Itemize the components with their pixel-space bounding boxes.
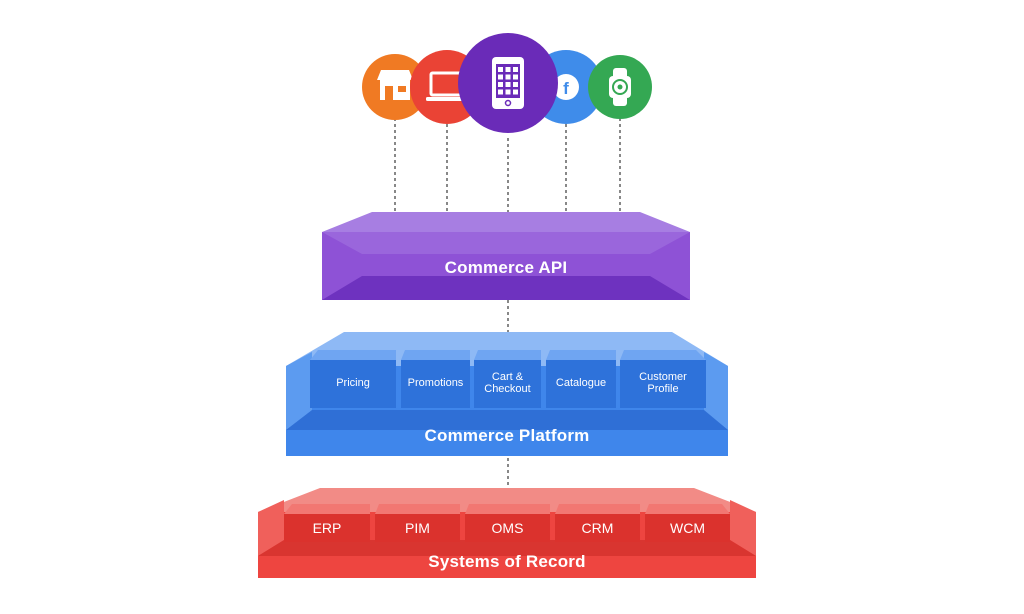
platform-module-blocks xyxy=(310,350,706,408)
api-layer-top xyxy=(322,212,690,232)
smartwatch-icon xyxy=(588,55,652,119)
module-top-oms xyxy=(465,504,550,514)
module-erp: ERP xyxy=(312,519,342,536)
platform-layer-right-wall xyxy=(704,352,728,430)
records-layer-right-wall xyxy=(730,500,756,556)
module-top-promotions xyxy=(401,350,470,360)
channel-icons: f xyxy=(362,33,652,133)
module-pim: PIM xyxy=(405,519,430,536)
store-icon xyxy=(362,54,428,120)
module-block-oms xyxy=(465,514,550,542)
module-top-pim xyxy=(375,504,460,514)
module-top-catalogue xyxy=(546,350,616,360)
module-block-wcm xyxy=(645,514,730,542)
api-layer-inner-shadow xyxy=(322,276,690,300)
module-block-crm xyxy=(555,514,640,542)
systems-of-record-label: Systems of Record xyxy=(428,552,586,571)
module-crm: CRM xyxy=(581,519,614,536)
module-pricing: Pricing xyxy=(336,377,370,390)
module-customer-profile: Customer Profile xyxy=(639,371,687,395)
module-block-pim xyxy=(375,514,460,542)
platform-layer-top xyxy=(286,332,728,366)
api-layer-inner-top xyxy=(322,232,690,254)
module-block-erp xyxy=(284,514,370,542)
module-top-cart xyxy=(474,350,541,360)
module-block-catalogue xyxy=(546,360,616,408)
module-cart-checkout: Cart & Checkout xyxy=(484,371,531,395)
mobile-icon xyxy=(458,33,558,133)
module-wcm: WCM xyxy=(670,519,705,536)
records-layer-left-wall xyxy=(258,500,284,556)
platform-layer-floor xyxy=(286,410,728,430)
commerce-api-label: Commerce API xyxy=(444,258,568,277)
systems-of-record-layer xyxy=(258,488,756,578)
module-top-crm xyxy=(555,504,640,514)
channel-connectors xyxy=(394,112,621,492)
module-top-pricing xyxy=(310,350,396,360)
commerce-api-layer xyxy=(322,212,690,300)
module-top-wcm xyxy=(645,504,730,514)
commerce-platform-label: Commerce Platform xyxy=(424,426,590,445)
svg-text:f: f xyxy=(563,79,569,98)
record-module-blocks xyxy=(284,504,730,542)
module-promotions: Promotions xyxy=(407,377,464,390)
platform-layer-left-wall xyxy=(286,352,312,430)
records-layer-floor xyxy=(258,540,756,556)
commerce-platform-layer xyxy=(286,332,728,456)
module-block-promotions xyxy=(401,360,470,408)
module-catalogue: Catalogue xyxy=(555,377,607,390)
module-top-customer xyxy=(620,350,706,360)
module-block-cart xyxy=(474,360,541,408)
module-oms: OMS xyxy=(491,519,524,536)
module-top-erp xyxy=(284,504,370,514)
module-block-pricing xyxy=(310,360,396,408)
module-block-customer xyxy=(620,360,706,408)
